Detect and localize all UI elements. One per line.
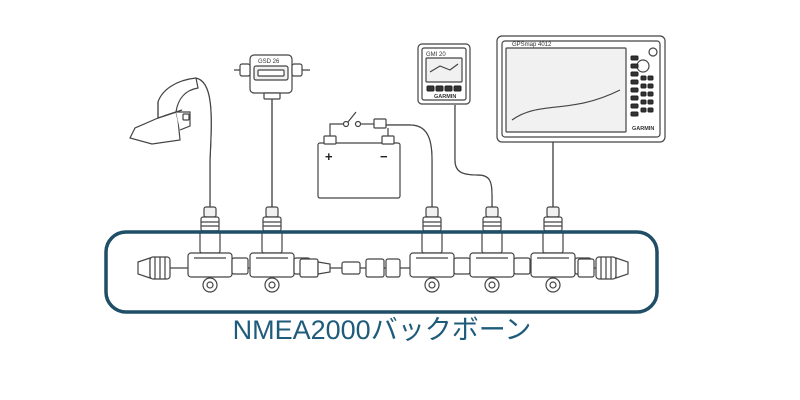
instrument-display-device: GMI 20 GARMIN [417,43,471,105]
backbone-label: NMEA2000バックボーン [233,315,532,345]
drop-connector [543,206,563,232]
t-connectors [187,230,592,293]
drop-connector [482,206,502,232]
t-connector [409,230,471,293]
drop-connector [200,206,220,232]
sensor-device: GSD 26 [234,54,310,100]
chartplotter-device: GPSmap 4012 GARMIN [496,35,666,143]
t-connector [187,230,249,293]
chartplotter-model-label: GPSmap 4012 [512,42,552,48]
battery-negative-label: − [380,149,388,164]
battery-device: + − [317,111,401,199]
t-connector [469,230,531,293]
chartplotter-brand-label: GARMIN [632,126,654,132]
instrument-model-label: GMI 20 [426,52,446,58]
t-connector [530,230,592,293]
backbone-highlight-frame [104,230,659,314]
backbone-couplers [299,258,595,278]
instrument-brand-label: GARMIN [434,94,456,100]
terminator-left [137,256,171,280]
transducer-device [129,77,199,145]
drop-connectors [200,206,563,232]
drop-connector [422,206,442,232]
sensor-model-label: GSD 26 [258,59,280,65]
power-insertion-plug [341,261,361,275]
battery-positive-label: + [325,149,333,164]
terminator-right [595,256,629,280]
drop-cables [194,77,554,207]
drop-connector [262,206,282,232]
